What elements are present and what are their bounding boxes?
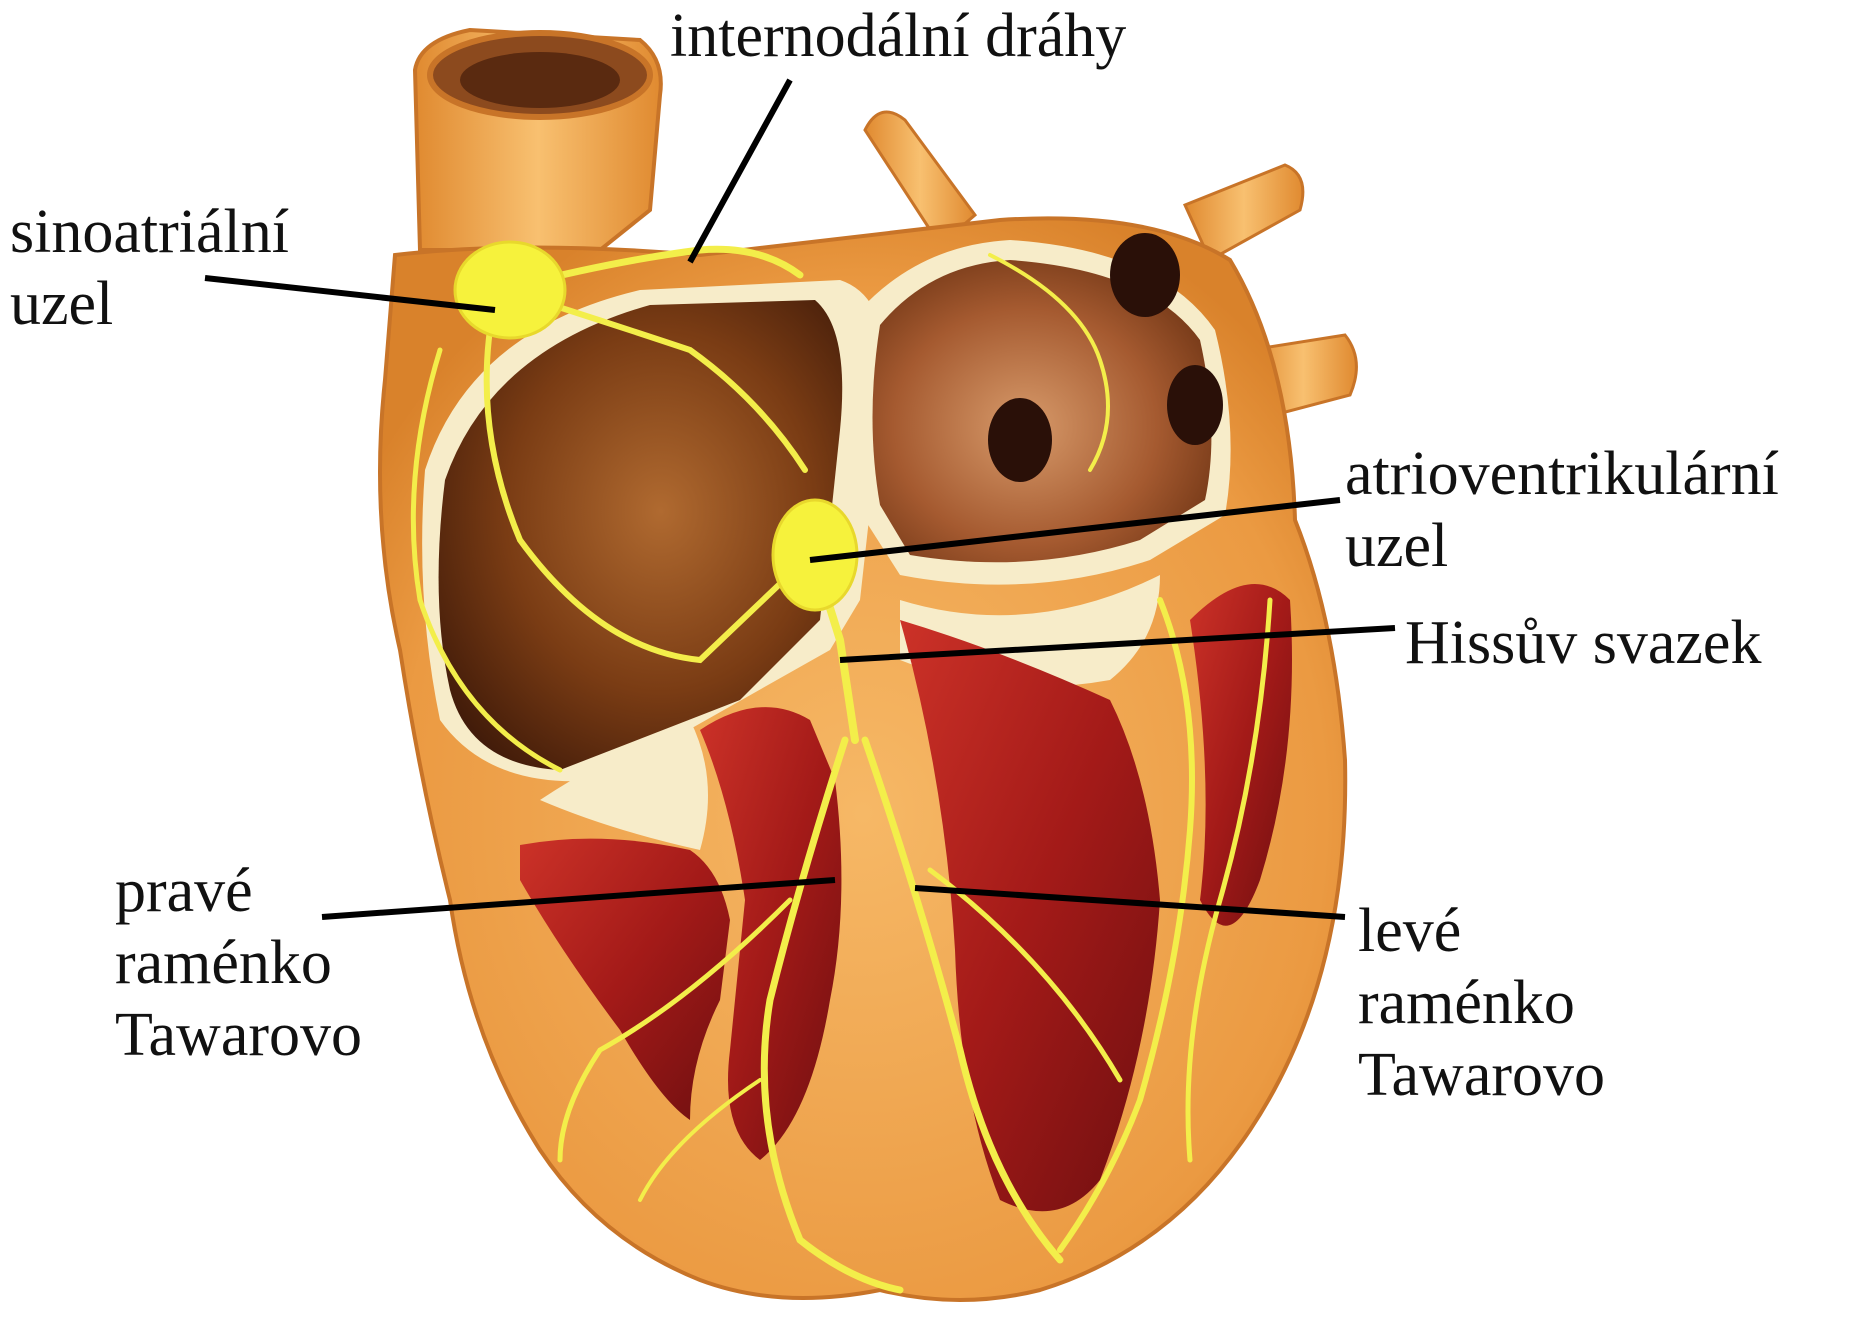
label-his-text: Hissův svazek [1405, 607, 1761, 679]
label-right-bundle-branch: pravé raménko Tawarovo [115, 855, 362, 1071]
sinoatrial-node [455, 242, 565, 338]
label-sinoatrial-node: sinoatriální uzel [10, 196, 289, 340]
label-sinoatrial-line-1: sinoatriální [10, 196, 289, 268]
pulmonary-opening-2 [988, 398, 1052, 482]
label-right-branch-line-1: pravé [115, 855, 362, 927]
label-sinoatrial-line-2: uzel [10, 268, 289, 340]
label-atrioventricular-line-1: atrioventrikulární [1345, 438, 1779, 510]
label-left-bundle-branch: levé raménko Tawarovo [1358, 895, 1605, 1111]
label-left-branch-line-1: levé [1358, 895, 1605, 967]
label-his-bundle: Hissův svazek [1405, 607, 1761, 679]
label-atrioventricular-node: atrioventrikulární uzel [1345, 438, 1779, 582]
label-internodal-text: internodální dráhy [670, 0, 1126, 72]
label-atrioventricular-line-2: uzel [1345, 510, 1779, 582]
label-left-branch-line-3: Tawarovo [1358, 1039, 1605, 1111]
label-right-branch-line-3: Tawarovo [115, 999, 362, 1071]
label-right-branch-line-2: raménko [115, 927, 362, 999]
pulmonary-opening-1 [1110, 233, 1180, 317]
label-internodal-pathways: internodální dráhy [670, 0, 1126, 72]
label-left-branch-line-2: raménko [1358, 967, 1605, 1039]
leader-internodal [690, 80, 790, 262]
pulmonary-opening-3 [1167, 365, 1223, 445]
